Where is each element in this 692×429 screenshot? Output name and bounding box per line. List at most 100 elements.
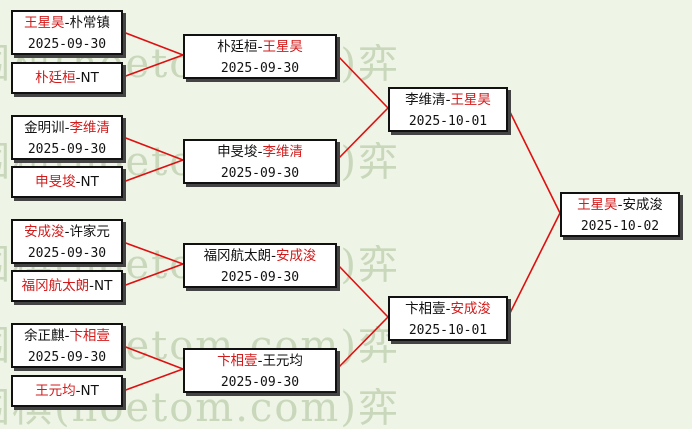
match-players: 卞相壹-安成浚 [390, 299, 506, 320]
connector-line [122, 368, 184, 392]
separator: - [257, 39, 263, 55]
connector-line [122, 159, 184, 183]
player-name: 王元均 [35, 383, 76, 399]
separator: - [75, 174, 81, 190]
player-name: NT [94, 278, 113, 294]
player-name: 王元均 [262, 353, 303, 369]
player-name: 卞相壹 [69, 328, 110, 344]
player-name: 王星昊 [450, 92, 491, 108]
separator: - [64, 15, 70, 31]
separator: - [64, 224, 70, 240]
match-players: 王星昊-朴常镇 [13, 13, 121, 34]
player-name: 申旻埈 [217, 144, 258, 160]
player-name: 安成浚 [275, 248, 317, 264]
final-match-box: 王星昊-安成浚 2025-10-02 [560, 192, 680, 237]
match-box: 福冈航太朗-NT [11, 270, 123, 302]
match-players: 福冈航太朗-安成浚 [185, 246, 335, 267]
connector-line [122, 31, 184, 56]
match-players: 朴廷桓-王星昊 [185, 37, 335, 58]
connector-line [122, 263, 184, 287]
match-date: 2025-09-30 [220, 61, 300, 76]
separator: - [617, 197, 623, 213]
match-players: 李维清-王星昊 [390, 90, 506, 111]
match-box: 王元均-NT [11, 375, 123, 407]
connector-line [507, 107, 561, 214]
match-players: 余正麒-卞相壹 [13, 326, 121, 347]
player-name: 朴廷桓 [35, 70, 76, 86]
match-players: 金明训-李维清 [13, 118, 121, 139]
match-box: 安成浚-许家元 2025-09-30 [11, 219, 123, 264]
player-name: 申旻埈 [35, 174, 76, 190]
connector-line [122, 241, 184, 265]
match-box: 王星昊-朴常镇 2025-09-30 [11, 10, 123, 55]
match-box: 申旻埈-NT [11, 166, 123, 198]
match-box: 李维清-王星昊 2025-10-01 [388, 87, 508, 132]
match-date: 2025-10-02 [580, 219, 660, 234]
player-name: 福冈航太朗 [203, 248, 272, 264]
connector-line [122, 54, 184, 78]
player-name: 王星昊 [577, 197, 618, 213]
player-name: 金明训 [24, 120, 65, 136]
player-name: NT [80, 70, 99, 86]
player-name: 王星昊 [262, 39, 303, 55]
player-name: 安成浚 [24, 224, 65, 240]
separator: - [257, 144, 263, 160]
match-players: 王星昊-安成浚 [562, 195, 678, 216]
connector-line [336, 54, 389, 109]
player-name: 安成浚 [622, 197, 663, 213]
player-name: NT [80, 174, 99, 190]
match-box: 朴廷桓-王星昊 2025-09-30 [183, 34, 337, 79]
match-date: 2025-10-01 [408, 323, 488, 338]
match-players: 卞相壹-王元均 [185, 351, 335, 372]
match-date: 2025-09-30 [220, 375, 300, 390]
match-players: 申旻埈-NT [13, 169, 121, 196]
player-name: 李维清 [69, 120, 110, 136]
match-date: 2025-09-30 [27, 37, 107, 52]
connector-line [122, 136, 184, 161]
match-players: 王元均-NT [13, 378, 121, 405]
player-name: 卞相壹 [405, 301, 446, 317]
player-name: 朴常镇 [69, 15, 110, 31]
match-date: 2025-09-30 [27, 142, 107, 157]
match-date: 2025-09-30 [220, 270, 300, 285]
connector-line [507, 212, 561, 318]
separator: - [75, 383, 81, 399]
separator: - [445, 92, 451, 108]
match-date: 2025-09-30 [27, 246, 107, 261]
player-name: 王星昊 [24, 15, 65, 31]
match-box: 卞相壹-安成浚 2025-10-01 [388, 296, 508, 341]
match-date: 2025-09-30 [220, 166, 300, 181]
player-name: 福冈航太朗 [21, 278, 90, 294]
connector-line [336, 107, 389, 161]
player-name: 李维清 [262, 144, 303, 160]
separator: - [75, 70, 81, 86]
connector-line [122, 345, 184, 370]
match-box: 卞相壹-王元均 2025-09-30 [183, 348, 337, 393]
match-players: 申旻埈-李维清 [185, 142, 335, 163]
match-box: 申旻埈-李维清 2025-09-30 [183, 139, 337, 184]
match-date: 2025-10-01 [408, 114, 488, 129]
match-box: 金明训-李维清 2025-09-30 [11, 115, 123, 160]
separator: - [445, 301, 451, 317]
player-name: 余正麒 [24, 328, 65, 344]
match-box: 朴廷桓-NT [11, 62, 123, 94]
separator: - [89, 278, 94, 294]
match-date: 2025-09-30 [27, 350, 107, 365]
player-name: 朴廷桓 [217, 39, 258, 55]
match-players: 安成浚-许家元 [13, 222, 121, 243]
separator: - [64, 120, 70, 136]
connector-line [336, 316, 389, 370]
player-name: NT [80, 383, 99, 399]
separator: - [271, 248, 276, 264]
match-players: 福冈航太朗-NT [13, 273, 121, 300]
player-name: 卞相壹 [217, 353, 258, 369]
player-name: 安成浚 [450, 301, 491, 317]
match-players: 朴廷桓-NT [13, 65, 121, 92]
match-box: 福冈航太朗-安成浚 2025-09-30 [183, 243, 337, 288]
player-name: 许家元 [69, 224, 110, 240]
separator: - [64, 328, 70, 344]
connector-line [336, 263, 389, 318]
player-name: 李维清 [405, 92, 446, 108]
connector-group [122, 31, 561, 392]
